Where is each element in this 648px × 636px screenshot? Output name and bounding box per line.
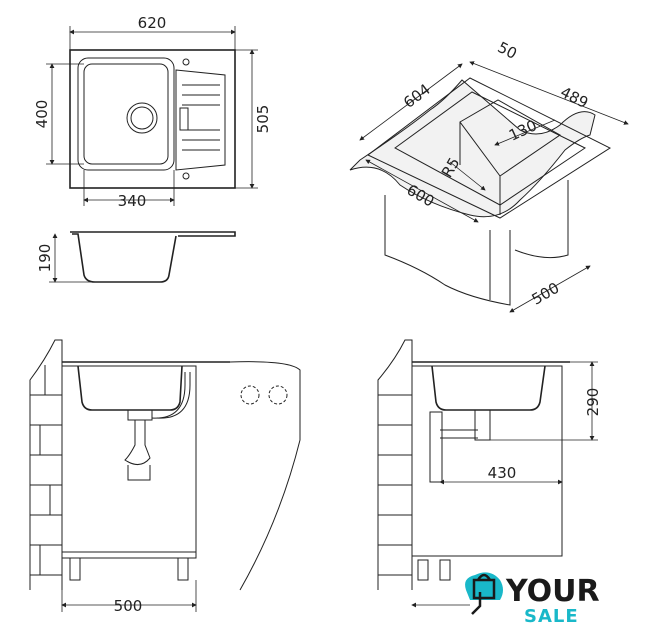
section-view: 190 [36, 231, 236, 283]
dim-500-iso: 500 [529, 279, 563, 309]
logo-your: YOUR [505, 574, 600, 609]
dim-190: 190 [36, 244, 54, 273]
drain-icon [126, 102, 158, 134]
front-installation-view: 500 [29, 339, 301, 615]
shopping-bag-icon [472, 578, 496, 600]
hand-icon [471, 592, 482, 615]
dim-430: 430 [488, 464, 517, 482]
dim-500-front: 500 [114, 597, 143, 615]
yoursale-logo: YOUR SALE [465, 572, 600, 627]
isometric-view: 604 50 489 130 R5 600 500 [349, 38, 629, 313]
dim-604: 604 [400, 80, 434, 112]
dim-50: 50 [495, 38, 520, 63]
plan-view: 620 400 505 340 [33, 14, 272, 210]
dim-290: 290 [584, 388, 602, 417]
dim-620: 620 [138, 14, 167, 32]
dim-400: 400 [33, 100, 51, 129]
dim-340: 340 [118, 192, 147, 210]
logo-sale: SALE [524, 606, 579, 627]
side-installation-view: 290 430 [377, 339, 602, 608]
dim-505: 505 [254, 105, 272, 134]
